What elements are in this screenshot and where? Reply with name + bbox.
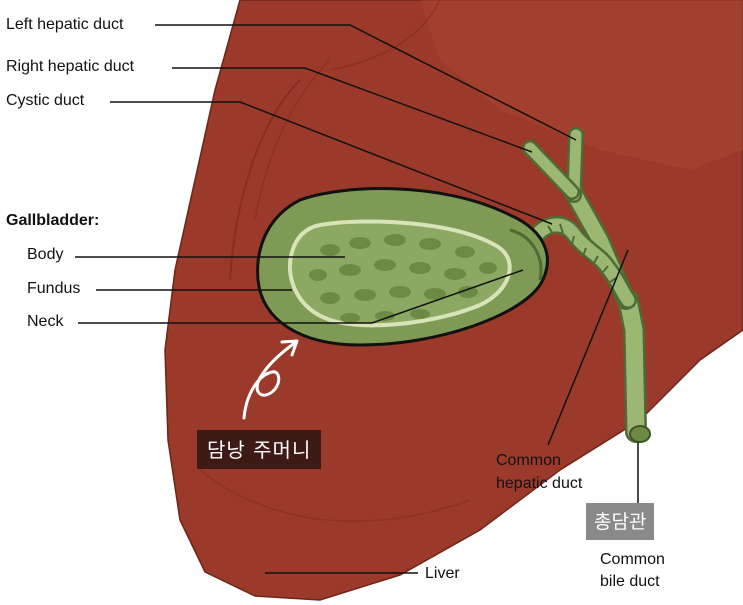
liver-shadow-lower (199, 469, 471, 522)
label-common-bile-duct-line2: bile duct (600, 573, 660, 590)
liver-fold-line-1 (229, 79, 301, 281)
gallbladder (256, 187, 549, 347)
label-left-hepatic-duct: Left hepatic duct (6, 16, 124, 33)
leader-right-hepatic-duct (172, 67, 533, 153)
handwritten-arrow (242, 339, 299, 420)
leader-lines (75, 24, 639, 574)
label-liver: Liver (425, 565, 460, 582)
liver-fold-line-2 (254, 59, 331, 221)
label-cystic-duct: Cystic duct (6, 92, 85, 109)
label-neck: Neck (27, 313, 64, 330)
label-right-hepatic-duct: Right hepatic duct (6, 58, 135, 75)
gallbladder-mucosal-folds (309, 234, 497, 323)
label-common-hepatic-duct-line2: hepatic duct (496, 475, 583, 492)
label-common-hepatic-duct-line1: Common (496, 452, 561, 469)
common-bile-duct-opening (629, 425, 651, 443)
leader-cystic-duct (110, 101, 553, 225)
liver-fold-line-3 (329, 0, 441, 71)
bile-duct-tree (521, 127, 651, 443)
annotation-common-bile-duct-korean: 총담관 (586, 503, 655, 540)
annotation-fundus-korean: 담낭 주머니 (197, 430, 322, 469)
label-body: Body (27, 246, 64, 263)
leader-left-hepatic-duct (155, 24, 577, 141)
gallbladder-inner-lumen (287, 219, 512, 328)
label-fundus: Fundus (27, 280, 81, 297)
liver-lobe-highlight (420, 0, 743, 170)
label-gallbladder: Gallbladder: (6, 212, 100, 229)
label-common-bile-duct-line1: Common (600, 551, 665, 568)
leader-neck (78, 269, 524, 324)
gallbladder-neck (509, 228, 543, 281)
leader-common-hepatic-duct (547, 249, 629, 446)
